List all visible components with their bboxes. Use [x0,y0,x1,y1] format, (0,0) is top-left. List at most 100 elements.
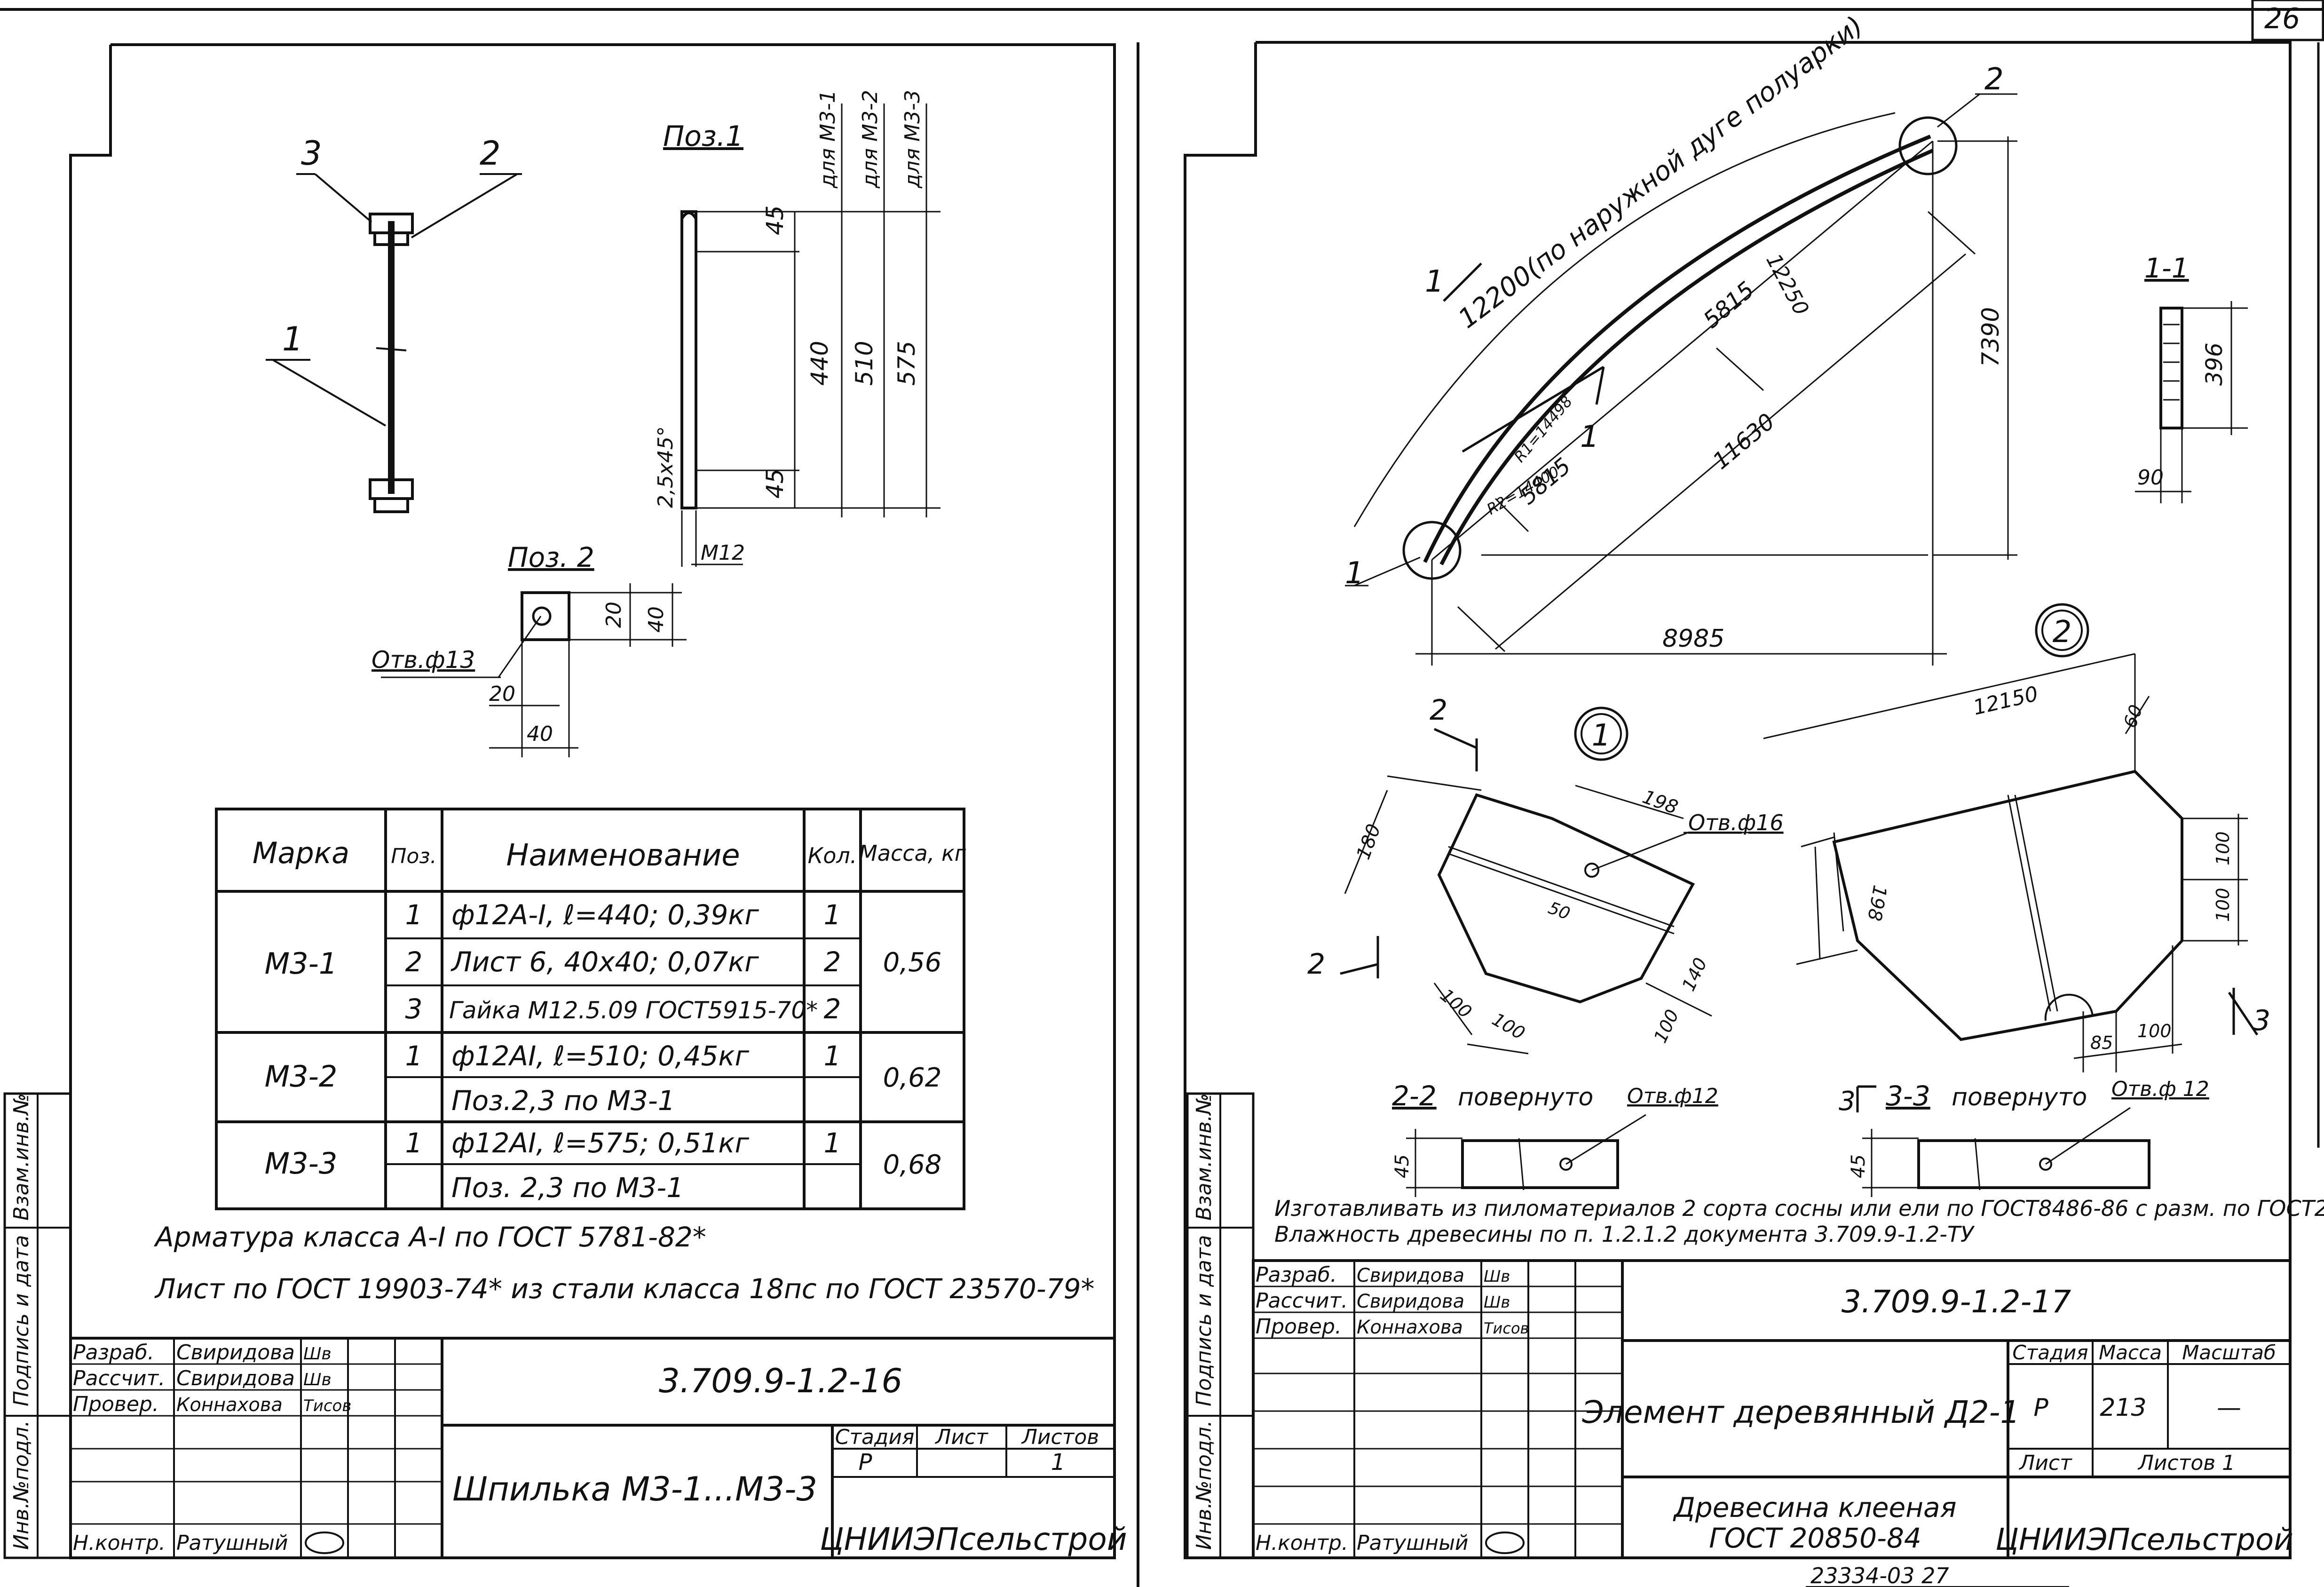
callout-1: 1 [282,320,303,358]
tb-signature-mark [305,1531,344,1554]
tb-sig-developed: Шв [303,1344,332,1364]
m3-1-item3-pos: 3 [405,993,423,1025]
section-2-2-title: 2-2 [1392,1080,1437,1112]
dim-40-horizontal: 40 [527,722,553,746]
dim-90: 90 [2137,466,2164,490]
note-sheet-steel: Лист по ГОСТ 19903-74* из стали класса 1… [154,1273,1095,1305]
section-3-3-mark: 3 [1839,1086,1856,1117]
note-moisture: Влажность древесины по п. 1.2.1.2 докуме… [1274,1222,1975,1247]
section-3-3-hole: Отв.ф 12 [2111,1077,2209,1101]
tb-header-stage-right: Стадия [2012,1341,2088,1364]
tb-role-checked: Провер. [73,1392,159,1416]
header-qty: Кол. [808,843,857,868]
dim-7390: 7390 [1977,307,2004,367]
section-3-3-title: 3-3 [1886,1080,1930,1112]
tb-name-calculated-right: Свиридова [1357,1291,1464,1312]
header-mass: Масса, кг [859,841,966,866]
mark-m3-2: М3-2 [265,1059,338,1094]
dim-575: 575 [893,341,920,386]
tb-role-developed: Разраб. [73,1341,154,1365]
dim-440: 440 [806,341,833,386]
detail-2-dim-100-a: 100 [2213,831,2233,865]
tb-sheets-value: 1 [1051,1449,1066,1476]
tb-signature-mark-right [1485,1531,1525,1554]
section-2-2-dim-45: 45 [1391,1154,1413,1178]
pos2-title: Поз. 2 [508,541,594,573]
dim-thread: М12 [701,541,745,565]
m3-1-item2-pos: 2 [405,946,423,978]
corner-sheet-number-box [2251,0,2324,41]
detail-1-dim-100-b: 100 [1489,1009,1529,1044]
m3-1-item2-name: Лист 6, 40x40; 0,07кг [451,946,759,978]
tb-document-code: 3.709.9-1.2-16 [659,1362,902,1400]
section-3-3-rotated: повернуто [1952,1083,2087,1111]
m3-3-item1-name: ф12АI, ℓ=575; 0,51кг [451,1127,749,1159]
dim-12250: 12250 [1761,250,1813,319]
mass-m3-3: 0,68 [883,1150,942,1180]
tb-sheet-label-right: Лист [2018,1451,2072,1475]
header-pos: Поз. [391,844,436,868]
pos1-title: Поз.1 [663,120,743,153]
detail-2-dim-100-b: 100 [2213,888,2233,922]
tb-name-checked: Коннахова [176,1394,283,1416]
callout-3: 3 [301,134,322,173]
half-arch-view: 12200(по наружной дуге полуарки) 1 1 1 2… [1345,10,2017,666]
side-label-inv-no: Инв.№подл. [9,1420,33,1550]
tb-scale-value-right: — [2217,1394,2241,1422]
tb-material-line-1: Древесина клееная [1673,1492,1957,1524]
node-callout-2: 2 [1984,62,2004,97]
tb-header-scale-right: Масштаб [2182,1341,2276,1364]
m3-1-item1-name: ф12А-I, ℓ=440; 0,39кг [451,899,759,931]
tb-name-developed: Свиридова [176,1341,295,1365]
dim-45-top: 45 [761,205,789,235]
tb-sheets-label-right: Листов 1 [2137,1451,2235,1475]
left-frame [69,43,1116,1559]
left-sheet: 3 2 1 Поз.1 45 440 510 575 45 2, [3,43,1127,1559]
side-label-signature-date: Подпись и дата [9,1235,33,1406]
tb-role-calculated: Рассчит. [73,1366,165,1390]
bottom-archive-stamp: 23334-03 27 [1810,1563,1949,1587]
detail-1-cut-2-top: 2 [1430,694,1447,727]
detail-1-number: 1 [1592,718,1611,753]
tb-name-developed-right: Свиридова [1357,1265,1464,1286]
section-cut-mark-1-bottom: 1 [1580,420,1599,454]
detail-2-dim-100-c: 100 [2137,1021,2172,1041]
arch-inner-curve [1439,149,1934,565]
detail-1-cut-2-bottom: 2 [1307,948,1325,981]
arch-outer-curve [1423,135,1931,563]
tb-header-mass-right: Масса [2099,1341,2162,1364]
tb-role-norm-control-right: Н.контр. [1256,1531,1348,1555]
label-for-m3-3: для М3-3 [901,90,925,189]
label-for-m3-2: для М3-2 [858,90,882,189]
dim-5815-upper: 5815 [1699,277,1760,333]
m3-1-item2-qty: 2 [824,946,841,978]
tb-name-norm-control-right: Ратушный [1357,1531,1469,1555]
tb-name-calculated: Свиридова [176,1366,295,1390]
right-title-block: Разраб. Свиридова Шв Рассчит. Свиридова … [1252,1259,2293,1559]
section-1-1-title: 1-1 [2144,252,2189,284]
detail-1-dim-140: 140 [1678,954,1711,994]
note-materials: Изготавливать из пиломатериалов 2 сорта … [1274,1196,2324,1221]
section-2-2: 2-2 повернуто Отв.ф12 45 [1391,1080,1718,1197]
section-2-2-hole: Отв.ф12 [1627,1084,1718,1108]
right-frame [1184,41,2292,1559]
detail-2-cut-3: 3 [2253,1004,2270,1037]
tb-mass-value-right: 213 [2100,1394,2146,1422]
pos2-detail: Поз. 2 Отв.ф13 20 40 20 40 [372,541,687,757]
callout-2: 2 [480,134,501,173]
label-for-m3-1: для М3-1 [816,90,840,189]
mark-m3-3: М3-3 [265,1146,338,1181]
dim-20-vertical: 20 [602,602,626,628]
m3-3-item1-qty: 1 [824,1127,841,1159]
dim-45-bottom: 45 [761,468,789,499]
tb-material-line-2: ГОСТ 20850-84 [1709,1522,1921,1554]
dim-510: 510 [851,341,878,386]
side-label-signature-date-right: Подпись и дата [1192,1235,1216,1406]
tb-header-sheets: Листов [1021,1425,1099,1449]
tb-role-checked-right: Провер. [1256,1315,1342,1339]
side-label-replaces-inv-right: Взам.инв.№ [1192,1093,1216,1221]
section-3-3: 3 3-3 повернуто Отв.ф 12 45 [1839,1077,2209,1197]
m3-1-item1-qty: 1 [824,899,841,931]
node-callout-1: 1 [1345,556,1364,591]
